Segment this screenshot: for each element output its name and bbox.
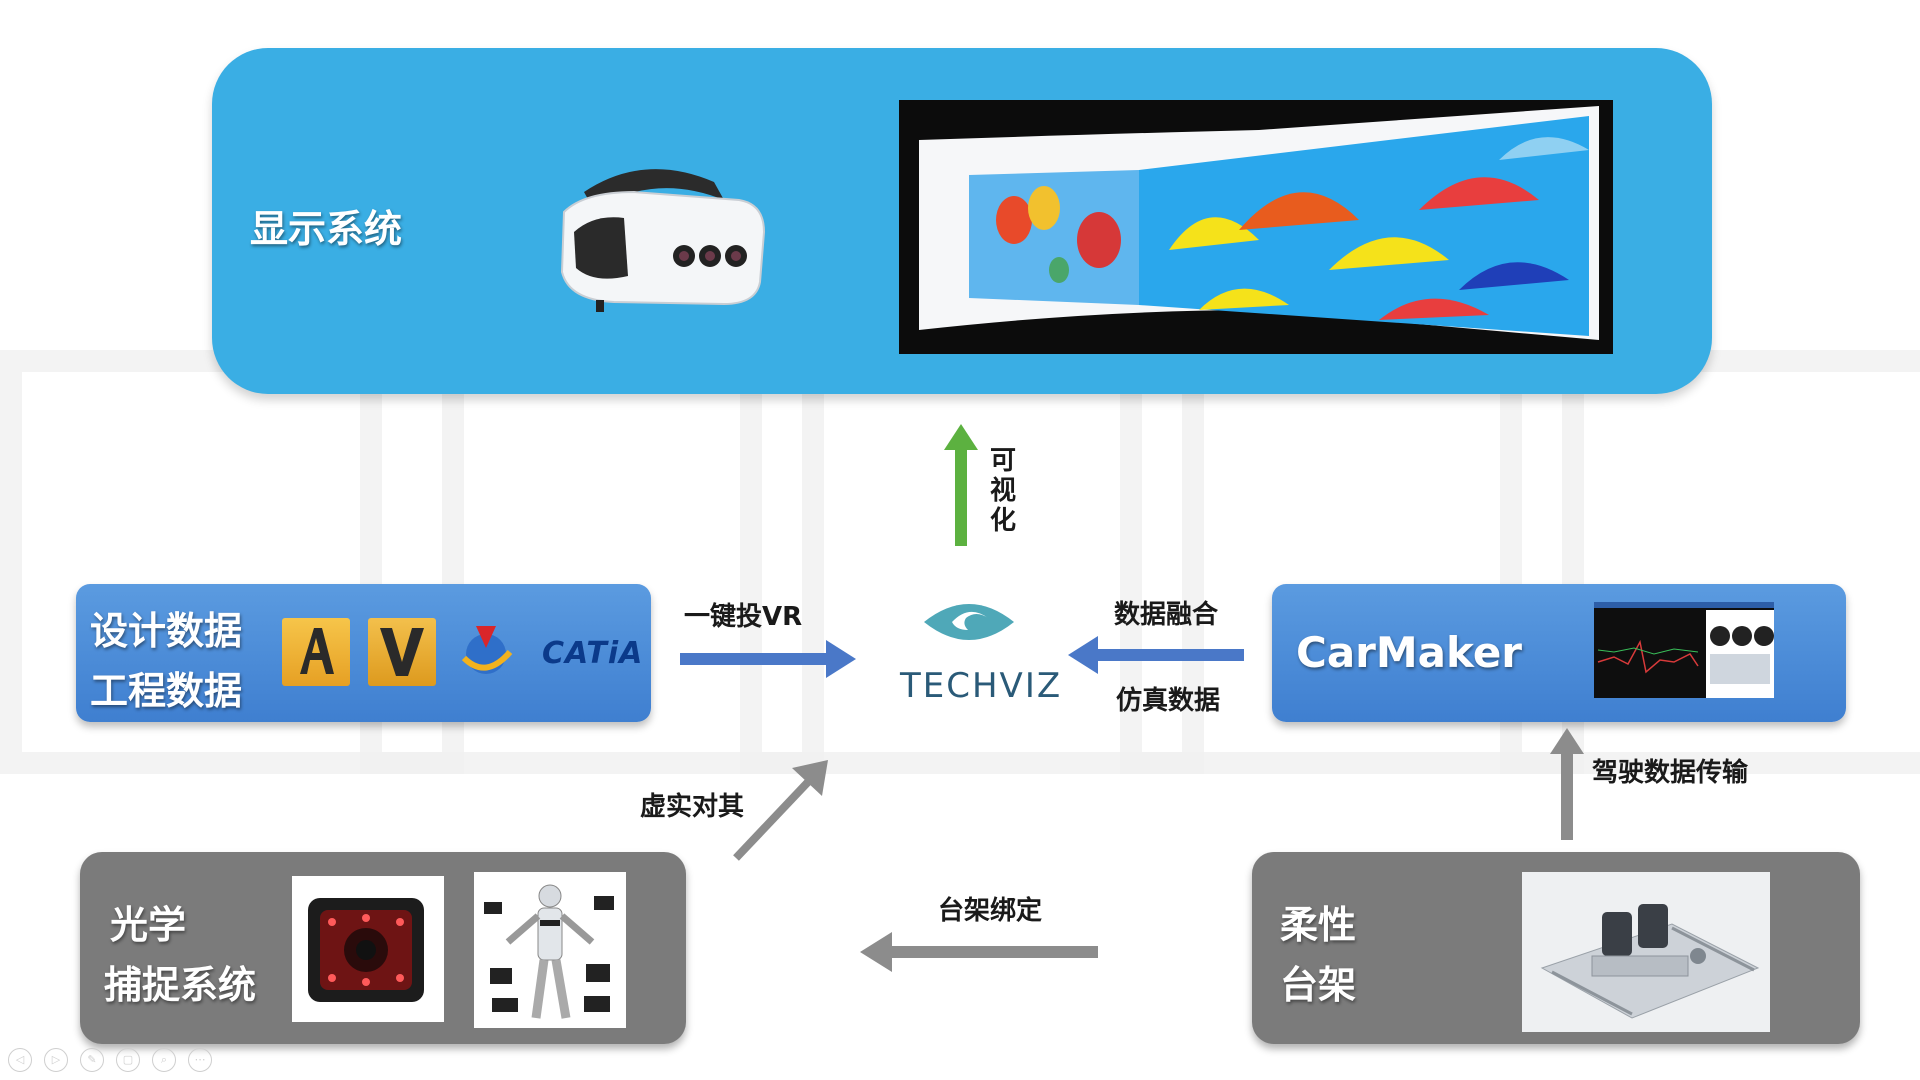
arrow-virtual-align	[733, 760, 828, 861]
pen-icon[interactable]: ✎	[80, 1048, 104, 1072]
label-visualize: 可视化	[989, 446, 1016, 536]
rig-title: 台架	[1280, 963, 1357, 1007]
vred-logo	[368, 618, 436, 686]
vr-headset-image	[560, 169, 766, 312]
optical-capture-panel: 光学 捕捉系统	[80, 852, 686, 1044]
arrow-driving-data	[1550, 728, 1584, 840]
carmaker-screenshot	[1594, 602, 1774, 698]
prev-slide-icon[interactable]: ◁	[8, 1048, 32, 1072]
tracking-camera-image	[292, 876, 444, 1022]
arrow-visualize	[944, 424, 978, 546]
optical-title: 光学	[110, 903, 187, 947]
catia-label: CATiA	[542, 636, 644, 671]
arrow-rig-binding	[860, 932, 1098, 972]
techviz-label: TECHVIZ	[900, 666, 1063, 706]
label-one-click-vr: 一键投VR	[684, 602, 803, 632]
mocap-suit-image	[474, 872, 626, 1028]
design-data-title: 设计数据	[90, 609, 243, 653]
led-wall-photo	[899, 100, 1613, 354]
label-sim-data: 仿真数据	[1116, 686, 1221, 716]
label-data-fusion: 数据融合	[1114, 600, 1219, 630]
flexible-rig-panel: 柔性 台架	[1252, 852, 1860, 1044]
label-rig-binding: 台架绑定	[938, 896, 1043, 926]
design-data-panel: 设计数据 工程数据 CATiA	[76, 584, 651, 722]
zoom-icon[interactable]: ⌕	[152, 1048, 176, 1072]
display-system-panel: 显示系统	[212, 48, 1712, 394]
catia-3d-icon	[461, 626, 513, 674]
next-slide-icon[interactable]: ▷	[44, 1048, 68, 1072]
arrow-one-click-vr	[680, 640, 856, 678]
carmaker-panel: CarMaker	[1272, 584, 1846, 722]
label-virtual-align: 虚实对其	[640, 792, 745, 822]
arrow-data-fusion	[1068, 636, 1244, 674]
label-driving-data: 驾驶数据传输	[1592, 758, 1749, 788]
flexible-title: 柔性	[1280, 903, 1357, 947]
capture-system-title: 捕捉系统	[104, 963, 257, 1007]
autocad-logo	[282, 618, 350, 686]
driving-rig-image	[1522, 872, 1770, 1032]
more-options-icon[interactable]: ⋯	[188, 1048, 212, 1072]
carmaker-title: CarMaker	[1296, 628, 1523, 677]
engineering-data-title: 工程数据	[90, 669, 243, 713]
techviz-eye-icon	[924, 604, 1014, 640]
display-system-title: 显示系统	[250, 207, 403, 251]
slides-grid-icon[interactable]: ▢	[116, 1048, 140, 1072]
